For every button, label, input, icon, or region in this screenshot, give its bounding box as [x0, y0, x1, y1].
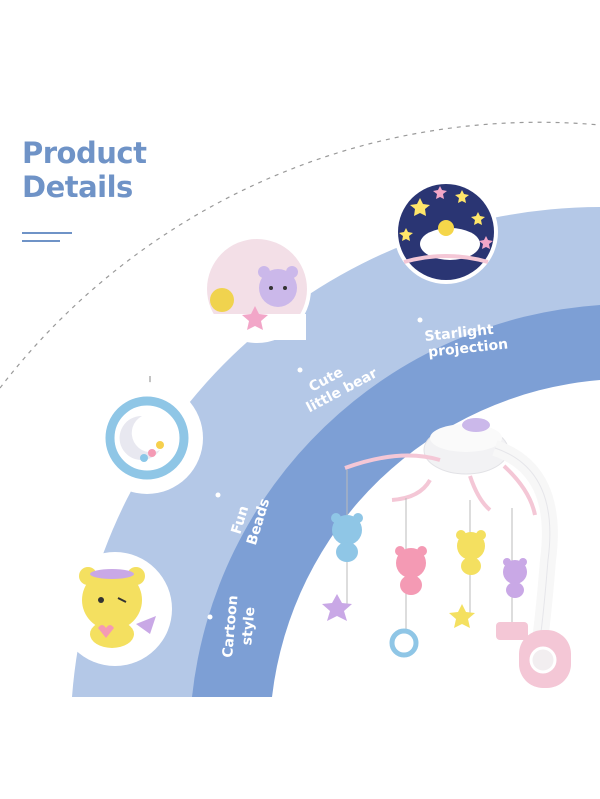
dashed-outer-arc [0, 121, 600, 389]
bead-rattle-icon [91, 376, 203, 494]
bullet-dot-cartoon-style [207, 614, 213, 620]
bullet-dot-starlight [417, 317, 423, 323]
title-underline-1 [22, 232, 72, 234]
crib-mobile-icon [322, 418, 571, 688]
feature-label-cartoon-style-line1: Cartoon [220, 595, 241, 659]
feature-label-cartoon-style-line2: style [239, 606, 258, 646]
feature-label-cartoon-style: Cartoon style [220, 595, 258, 659]
page-title: Product Details [22, 136, 147, 204]
title-underline-2 [22, 240, 60, 242]
bullet-dot-fun-beads [215, 492, 221, 498]
bullet-dot-cute-bear [297, 367, 303, 373]
feature-label-starlight-line1: Starlight [424, 322, 495, 345]
title-line-2: Details [22, 170, 133, 204]
yellow-bear-icon [58, 552, 172, 666]
bear-toy-icon [203, 235, 311, 343]
title-line-1: Product [22, 136, 147, 170]
star-projector-icon [394, 180, 498, 284]
